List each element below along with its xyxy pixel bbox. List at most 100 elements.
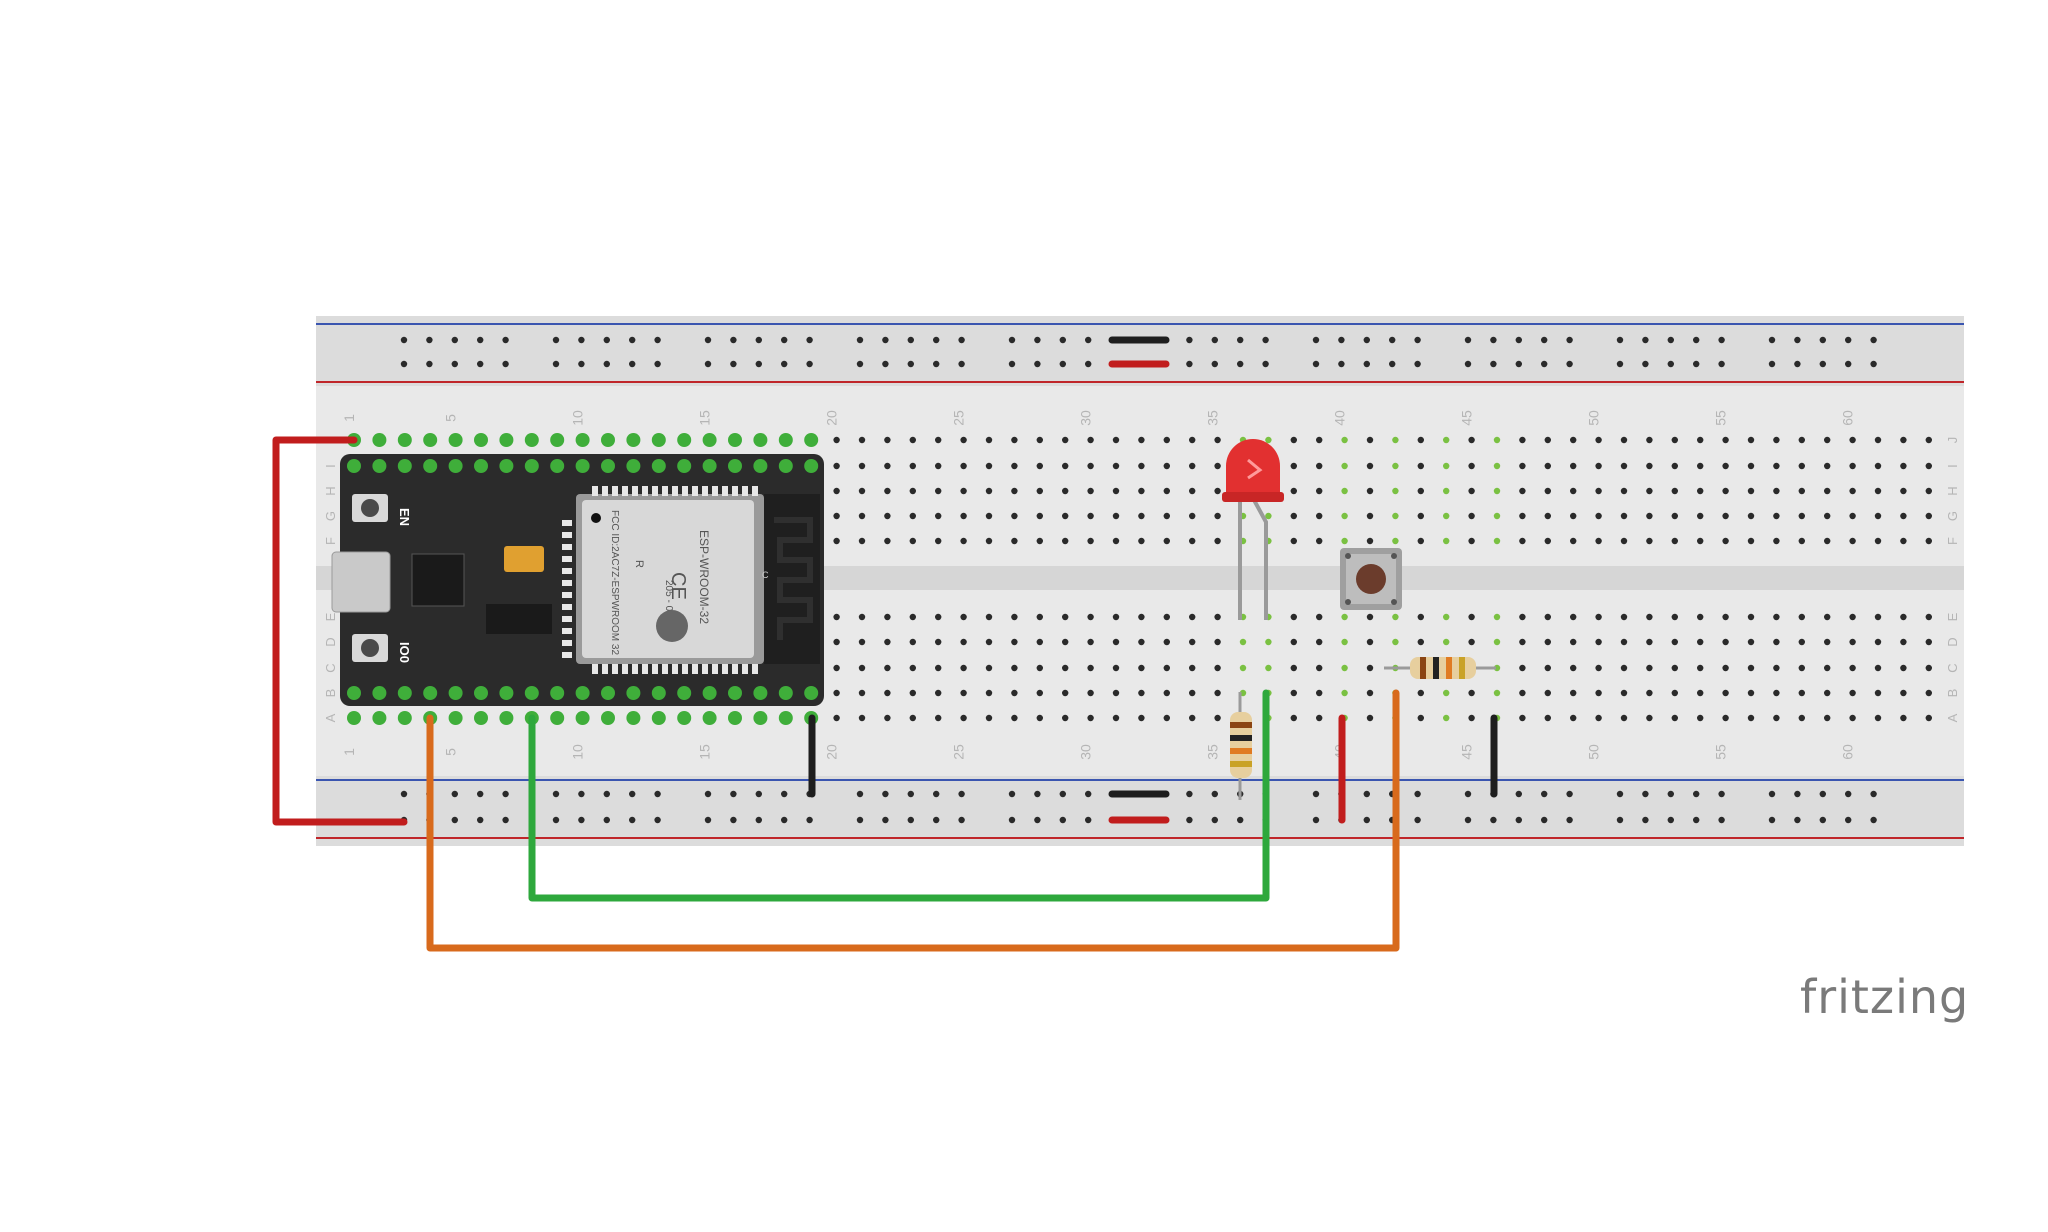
terminal-hole <box>1163 537 1171 545</box>
terminal-hole <box>1874 487 1882 495</box>
rail-hole <box>781 790 788 798</box>
esp32-pin <box>423 433 438 447</box>
resistor-1-band <box>1230 748 1252 754</box>
rail-hole <box>1566 790 1573 798</box>
terminal-hole <box>1214 462 1221 470</box>
rail-hole <box>1490 360 1497 368</box>
rail-hole <box>1718 336 1725 344</box>
rail-hole <box>806 336 813 344</box>
rail-hole <box>1718 790 1725 798</box>
column-label: 45 <box>1459 410 1475 426</box>
esp32-pin <box>702 459 717 473</box>
esp32-pin <box>804 433 819 447</box>
terminal-hole <box>1798 664 1806 672</box>
rail-hole <box>1819 360 1827 368</box>
terminal-hole <box>1874 512 1882 520</box>
terminal-hole <box>1468 638 1475 646</box>
terminal-hole <box>1722 512 1729 520</box>
terminal-hole <box>1849 689 1856 697</box>
rail-hole <box>1008 360 1016 368</box>
esp32-pin <box>601 686 615 700</box>
module-pad <box>592 486 598 496</box>
rail-hole <box>1642 336 1649 344</box>
rail-hole <box>1515 360 1523 368</box>
terminal-hole <box>1595 664 1602 672</box>
rail-hole <box>477 336 484 344</box>
terminal-hole <box>1570 436 1577 444</box>
terminal-hole <box>1747 664 1755 672</box>
terminal-hole <box>1900 537 1907 545</box>
rail-hole <box>1718 360 1725 368</box>
orange-wire-button <box>426 689 1400 952</box>
esp32-pin <box>474 433 488 447</box>
terminal-hole <box>1214 638 1221 646</box>
terminal-hole <box>935 462 942 470</box>
terminal-hole <box>1036 689 1044 697</box>
terminal-hole <box>1824 714 1831 722</box>
r-mark: R <box>633 560 645 568</box>
rail-hole <box>1515 816 1523 824</box>
terminal-hole <box>1773 512 1780 520</box>
rail-hole <box>1616 360 1624 368</box>
resistor-2-band <box>1433 657 1439 679</box>
esp32-pin <box>575 459 590 473</box>
terminal-hole <box>1189 512 1196 520</box>
terminal-hole <box>1925 537 1933 545</box>
terminal-hole <box>1544 638 1552 646</box>
rail-hole <box>1085 816 1092 824</box>
terminal-hole <box>1036 664 1044 672</box>
terminal-hole <box>1900 664 1907 672</box>
terminal-hole <box>1443 689 1450 697</box>
terminal-hole <box>1925 613 1933 621</box>
espressif-logo <box>656 610 688 642</box>
terminal-hole <box>1011 436 1018 444</box>
terminal-hole <box>1214 613 1221 621</box>
terminal-hole <box>1544 613 1552 621</box>
terminal-hole <box>1036 537 1044 545</box>
rail-hole <box>426 360 433 368</box>
terminal-hole <box>1544 689 1552 697</box>
module-pad <box>562 520 572 526</box>
resistor-1-band <box>1230 722 1252 728</box>
terminal-hole <box>1747 512 1755 520</box>
terminal-hole <box>1214 689 1221 697</box>
terminal-hole <box>1747 487 1755 495</box>
terminal-hole <box>1874 537 1882 545</box>
terminal-hole <box>1925 689 1933 697</box>
module-pad <box>642 664 648 674</box>
esp32-pin <box>728 433 742 447</box>
terminal-hole <box>1112 689 1120 697</box>
terminal-hole <box>1316 638 1323 646</box>
rail-hole <box>654 336 661 344</box>
module-shield <box>582 500 754 658</box>
terminal-hole <box>1595 714 1602 722</box>
terminal-hole <box>1519 689 1526 697</box>
rail-hole <box>1312 336 1320 344</box>
terminal-hole <box>1620 714 1628 722</box>
terminal-hole <box>1087 436 1094 444</box>
esp32-pin <box>347 459 361 473</box>
terminal-hole <box>1138 462 1145 470</box>
terminal-hole <box>1112 714 1120 722</box>
rail-hole <box>552 360 560 368</box>
terminal-hole <box>985 664 993 672</box>
rail-hole <box>1794 790 1801 798</box>
terminal-hole <box>833 487 840 495</box>
terminal-hole <box>1138 664 1145 672</box>
rail-hole <box>1464 790 1472 798</box>
terminal-hole <box>1747 462 1755 470</box>
esp32-pin <box>550 711 565 725</box>
rail-hole <box>502 336 509 344</box>
rail-hole <box>907 816 914 824</box>
terminal-hole <box>1087 638 1094 646</box>
column-label: 50 <box>1586 744 1602 760</box>
rail-hole <box>1845 790 1852 798</box>
terminal-hole <box>1849 537 1856 545</box>
rail-hole <box>730 336 737 344</box>
terminal-hole <box>1112 512 1120 520</box>
module-pad <box>622 486 628 496</box>
row-label: J <box>1945 437 1960 444</box>
esp32-pin <box>651 459 666 473</box>
column-label: 25 <box>951 744 967 760</box>
rail-hole <box>704 336 712 344</box>
